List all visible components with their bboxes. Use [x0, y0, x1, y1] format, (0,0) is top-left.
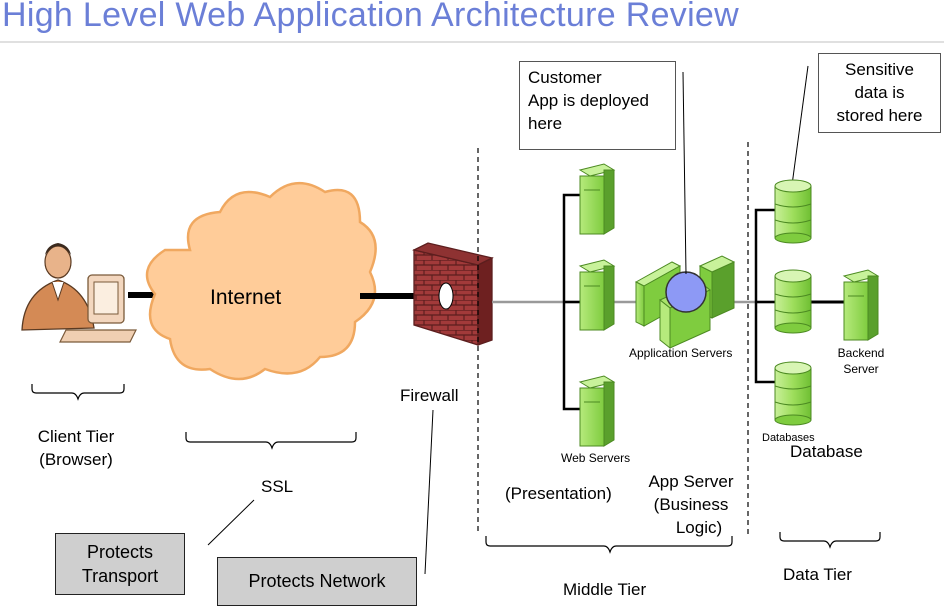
app-server-label: App Server (Business Logic) — [636, 470, 746, 539]
customer-app-callout: Customer App is deployed here — [519, 61, 676, 150]
internet-firewall-link — [360, 293, 430, 299]
customer-callout-leader — [682, 71, 687, 275]
presentation-label: (Presentation) — [505, 484, 612, 503]
deployment-marker — [665, 271, 707, 313]
app-server-line: (Business — [653, 495, 729, 514]
database-label: Database — [790, 442, 863, 461]
app-server-line: App Server — [648, 472, 734, 491]
middle-tier-label: Middle Tier — [563, 580, 647, 599]
callout-line: Transport — [81, 566, 159, 586]
callout-line: stored here — [836, 106, 923, 125]
web-server-icon — [578, 259, 616, 331]
callout-line: here — [528, 114, 563, 133]
sensitive-data-callout: Sensitive data is stored here — [818, 53, 941, 133]
databases-label: Databases — [762, 432, 815, 444]
app-server-line: Logic) — [675, 518, 723, 537]
internet-cloud — [145, 181, 377, 381]
client-tier-line: (Browser) — [39, 450, 113, 469]
backend-server-icon — [842, 269, 880, 341]
protects-transport-leader — [207, 499, 255, 546]
web-servers-label: Web Servers — [561, 451, 631, 465]
client-tier-line: Client Tier — [37, 427, 115, 446]
backend-server-line: Server — [843, 362, 879, 376]
callout-line: Sensitive — [845, 60, 914, 79]
firewall-label: Firewall — [400, 386, 459, 405]
backend-server-label: Backend Server — [826, 345, 896, 377]
protects-transport-callout: Protects Transport — [55, 533, 185, 595]
web-server-icon — [578, 375, 616, 447]
callout-line: data is — [854, 83, 905, 102]
firewall-icon — [412, 242, 494, 346]
data-tier-label: Data Tier — [783, 565, 852, 584]
callout-line: Protects — [86, 542, 154, 562]
database-icon — [774, 179, 812, 244]
client-tier-brace — [31, 384, 125, 401]
database-icon — [774, 269, 812, 334]
backend-server-line: Backend — [837, 346, 885, 360]
data-tier-brace — [779, 532, 881, 549]
database-bracket — [754, 208, 776, 384]
callout-line: Customer — [528, 68, 602, 87]
client-user-icon — [21, 243, 137, 343]
ssl-brace — [185, 432, 357, 450]
protects-network-leader — [424, 409, 434, 575]
title-divider — [0, 41, 944, 43]
page-title: High Level Web Application Architecture … — [2, 0, 739, 34]
middle-tier-brace — [485, 536, 733, 554]
internet-label: Internet — [210, 286, 282, 309]
database-icon — [774, 361, 812, 426]
client-tier-label: Client Tier (Browser) — [26, 425, 126, 471]
web-server-icon — [578, 163, 616, 235]
sensitive-callout-leader — [789, 65, 809, 201]
callout-line: App is deployed — [528, 91, 649, 110]
ssl-label: SSL — [261, 477, 294, 496]
protects-network-callout: Protects Network — [217, 557, 417, 606]
application-servers-label: Application Servers — [629, 346, 733, 360]
web-server-bracket — [562, 193, 580, 411]
